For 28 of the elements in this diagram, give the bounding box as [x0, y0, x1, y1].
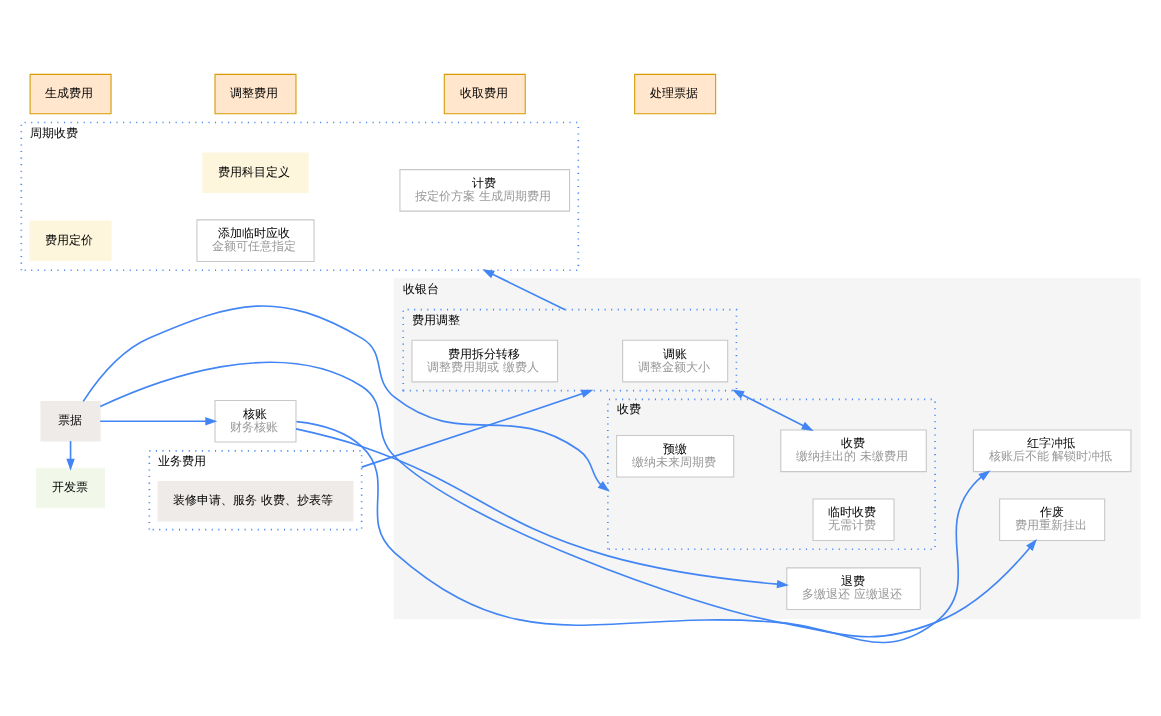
node-box: 生成费用	[29, 73, 112, 114]
node-box: 计费 按定价方案 生成周期费用	[399, 168, 571, 212]
arrow	[360, 389, 594, 468]
arrow	[295, 427, 789, 588]
node-box: 退费 多缴退还 应缴退还	[786, 566, 921, 610]
node-box: 调账 调整金额大小	[622, 339, 729, 382]
node-box: 核账 财务核账	[214, 399, 297, 443]
node-box: 调整费用	[214, 73, 297, 114]
arrow	[295, 420, 991, 643]
node-box: 作废 费用重新挂出	[999, 497, 1106, 541]
arrow	[99, 361, 1037, 638]
node-box: 收费 缴纳挂出的 未缴费用	[780, 428, 927, 472]
node-box: 预缴 缴纳未来周期费	[616, 434, 735, 478]
arrow	[482, 268, 566, 310]
arrow	[732, 389, 814, 431]
node-box: 处理票据	[634, 73, 717, 114]
node-box: 费用科目定义	[202, 152, 309, 193]
node-box: 红字冲抵 核账后不能 解锁时冲抵	[972, 428, 1132, 472]
node-box: 费用拆分转移 调整费用期或 缴费人	[411, 339, 559, 382]
node-box: 临时收费 无需计费	[812, 497, 895, 541]
node-box: 添加临时应收 金额可任意指定	[196, 218, 315, 262]
arrow	[82, 304, 610, 492]
arrow	[99, 416, 218, 425]
node-box: 开发票	[36, 467, 106, 508]
arrow	[66, 439, 75, 471]
node-box: 费用定价	[29, 219, 112, 261]
node-box: 收取费用	[443, 73, 526, 114]
node-box: 票据	[40, 400, 101, 441]
